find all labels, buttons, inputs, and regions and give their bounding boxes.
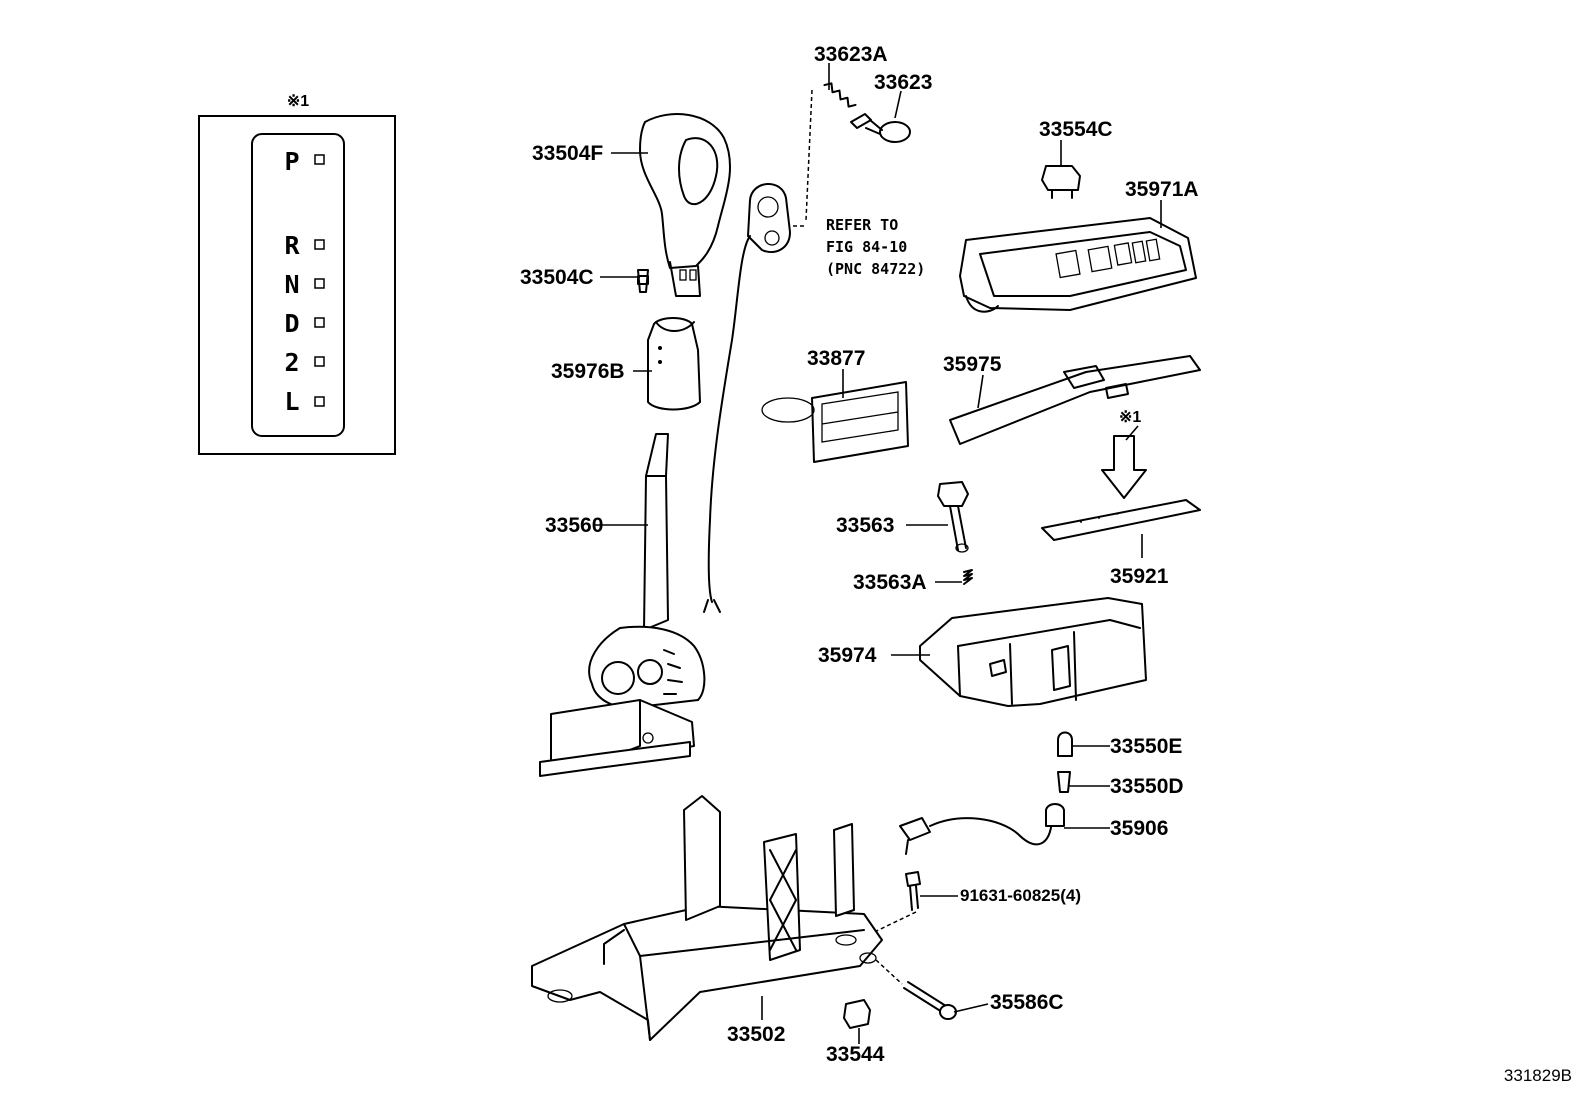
callout-35971a: 35971A — [1125, 178, 1199, 201]
callout-33502: 33502 — [727, 1023, 785, 1046]
part-35586c-pin — [875, 959, 957, 1020]
part-33560-shift-lever — [539, 433, 706, 777]
callout-33877: 33877 — [807, 347, 865, 370]
callout-35586c: 35586C — [990, 991, 1064, 1014]
callout-33560: 33560 — [545, 514, 603, 537]
part-35921-plate — [1041, 499, 1201, 541]
callout-33563: 33563 — [836, 514, 894, 537]
part-shift-lock-switch — [703, 183, 791, 613]
callout-33550d: 33550D — [1110, 775, 1184, 798]
part-35971a-indicator-housing — [959, 217, 1197, 313]
part-33623a-spring — [823, 82, 857, 108]
callout-labels: 33623A 33623 33504F 33504C 35976B 33560 … — [520, 43, 1572, 1085]
part-33504f-shift-knob — [639, 113, 732, 297]
gate-lamp-r — [314, 239, 325, 250]
gate-letter-n: N — [284, 270, 299, 299]
inset-frame — [198, 115, 396, 455]
part-33550d-plug — [1057, 771, 1071, 793]
callout-33504f: 33504F — [532, 142, 603, 165]
callout-35921: 35921 — [1110, 565, 1169, 588]
gate-letter-p: P — [284, 147, 299, 176]
callout-35976b: 35976B — [551, 360, 625, 383]
callout-33550e: 33550E — [1110, 735, 1182, 758]
dashed-leader-bolt — [865, 911, 917, 937]
part-35906-wire — [899, 803, 1065, 855]
detail-arrow — [1101, 435, 1147, 499]
callout-33504c: 33504C — [520, 266, 594, 289]
gate-lamp-n — [314, 278, 325, 289]
part-33877-label — [761, 381, 909, 463]
inset-marker: ※1 — [287, 93, 309, 110]
callout-33544: 33544 — [826, 1043, 885, 1066]
part-33563a-spring — [963, 569, 973, 585]
reference-note-line1: REFER TO — [826, 216, 898, 234]
dashed-leader-bulb — [805, 89, 813, 221]
detail-marker: ※1 — [1119, 409, 1141, 426]
part-33623-bulb — [850, 113, 911, 143]
gate-plate — [251, 133, 345, 437]
gate-lamp-p — [314, 154, 325, 165]
gate-letter-r: R — [284, 231, 300, 260]
figure-id: 331829B — [1504, 1066, 1572, 1085]
callout-35974: 35974 — [818, 644, 877, 667]
callout-33563a: 33563A — [853, 571, 927, 594]
gate-lamp-2 — [314, 356, 325, 367]
part-35976b-knob-cover — [647, 317, 701, 411]
callout-33554c: 33554C — [1039, 118, 1113, 141]
callout-35906: 35906 — [1110, 817, 1168, 840]
callout-35975: 35975 — [943, 353, 1002, 376]
part-33502-base-bracket — [531, 795, 883, 1041]
shift-gate-inset: ※1 P R N D 2 L — [198, 93, 396, 455]
part-33563-link — [937, 481, 969, 553]
callout-33623a: 33623A — [814, 43, 888, 66]
reference-note-line2: FIG 84-10 — [826, 238, 907, 256]
part-33550e-plug — [1057, 731, 1073, 757]
part-33504c-screw — [637, 269, 649, 293]
gate-lamp-d — [314, 317, 325, 328]
gate-letter-d: D — [284, 309, 299, 338]
part-33554c-clip — [1041, 165, 1081, 199]
callout-33623: 33623 — [874, 71, 932, 94]
leader-lines — [593, 63, 1162, 1044]
gate-letter-2: 2 — [284, 348, 299, 377]
reference-note-line3: (PNC 84722) — [826, 260, 925, 278]
gate-letter-l: L — [284, 387, 299, 416]
part-91631-bolt — [905, 871, 921, 911]
part-35975-bezel — [949, 355, 1201, 445]
gate-lamp-l — [314, 396, 325, 407]
callout-91631-60825: 91631-60825(4) — [960, 886, 1081, 905]
part-35974-console-panel — [919, 597, 1147, 707]
part-33544-nut — [843, 999, 871, 1029]
